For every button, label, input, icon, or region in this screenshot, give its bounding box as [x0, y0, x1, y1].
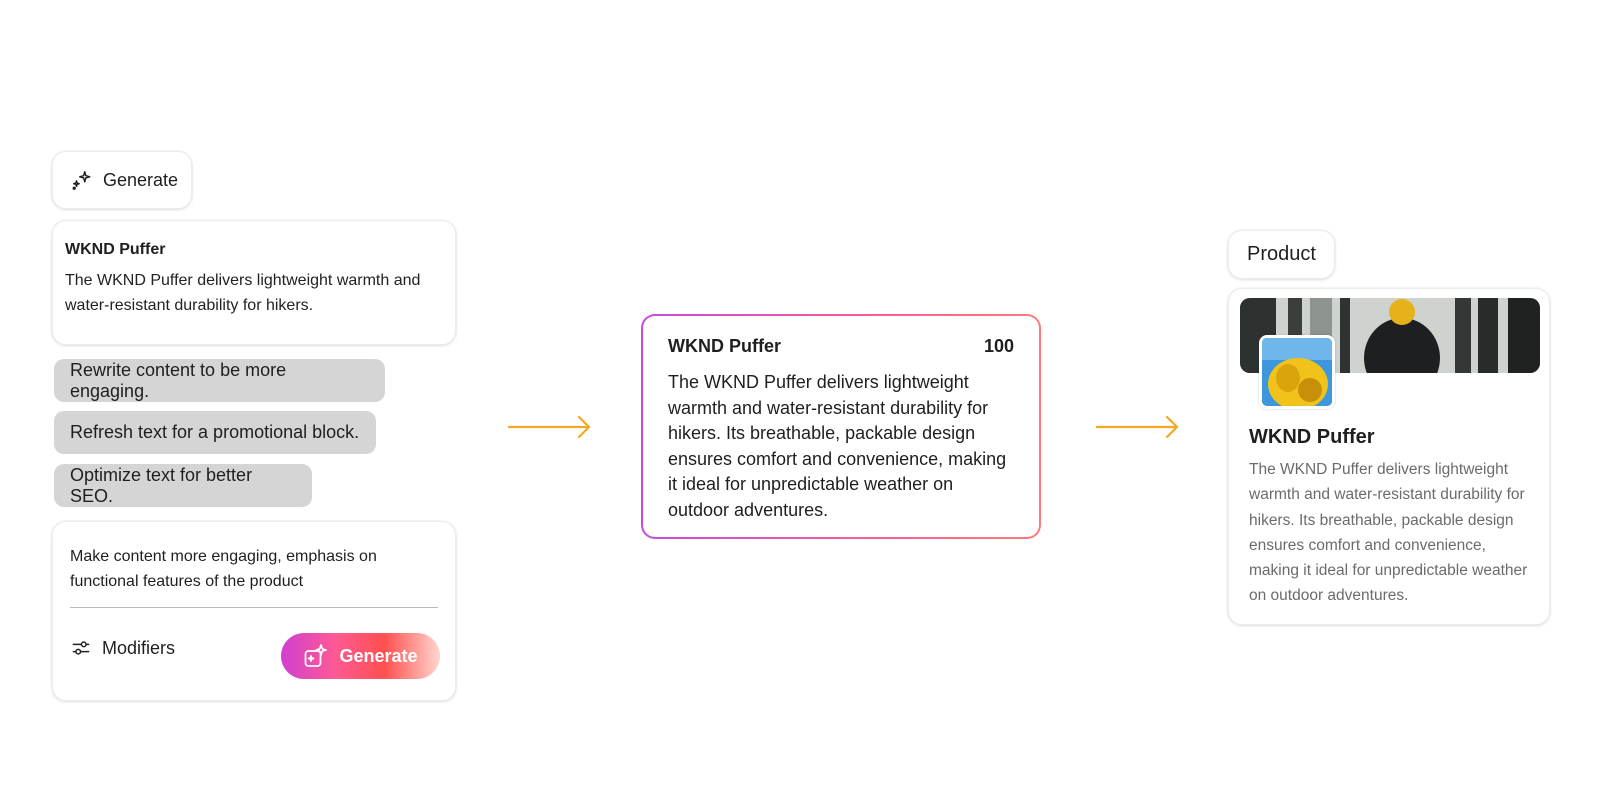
arrow-right-icon	[1096, 416, 1179, 438]
source-content-title: WKND Puffer	[65, 241, 166, 258]
result-score: 100	[983, 336, 1014, 356]
arrow-right-icon	[508, 416, 591, 438]
product-thumbnail-image	[1259, 335, 1335, 409]
prompt-card: Make content more engaging, emphasis on …	[52, 521, 456, 701]
product-tab-label: Product	[1247, 243, 1316, 265]
product-title: WKND Puffer	[1249, 426, 1375, 448]
modifiers-button[interactable]: Modifiers	[70, 637, 175, 659]
product-description: The WKND Puffer delivers lightweight war…	[1249, 461, 1528, 605]
product-card: WKND Puffer The WKND Puffer delivers lig…	[1228, 288, 1550, 625]
generate-button-label: Generate	[339, 645, 418, 666]
suggestion-chip[interactable]: Rewrite content to be more engaging.	[54, 359, 385, 402]
source-content-body: The WKND Puffer delivers lightweight war…	[65, 272, 421, 314]
generate-tab-button[interactable]: Generate	[52, 151, 192, 209]
prompt-input[interactable]: Make content more engaging, emphasis on …	[70, 548, 377, 590]
suggestion-chip[interactable]: Refresh text for a promotional block.	[54, 411, 376, 454]
suggestion-chip[interactable]: Optimize text for better SEO.	[54, 464, 312, 507]
product-tab[interactable]: Product	[1228, 230, 1335, 279]
sparkle-icon	[305, 644, 328, 667]
result-body: The WKND Puffer delivers lightweight war…	[668, 372, 1007, 520]
sparkle-icon	[72, 171, 91, 190]
generate-tab-label: Generate	[103, 169, 179, 190]
modifiers-label: Modifiers	[102, 637, 176, 658]
generated-result-inner: WKND Puffer 100 The WKND Puffer delivers…	[643, 316, 1039, 537]
sliders-icon	[72, 641, 90, 655]
prompt-divider	[70, 607, 438, 608]
generated-result-card: WKND Puffer 100 The WKND Puffer delivers…	[641, 314, 1041, 539]
generate-button[interactable]: Generate	[281, 633, 440, 679]
result-title: WKND Puffer	[668, 336, 781, 356]
source-content-card: WKND Puffer The WKND Puffer delivers lig…	[52, 220, 456, 345]
